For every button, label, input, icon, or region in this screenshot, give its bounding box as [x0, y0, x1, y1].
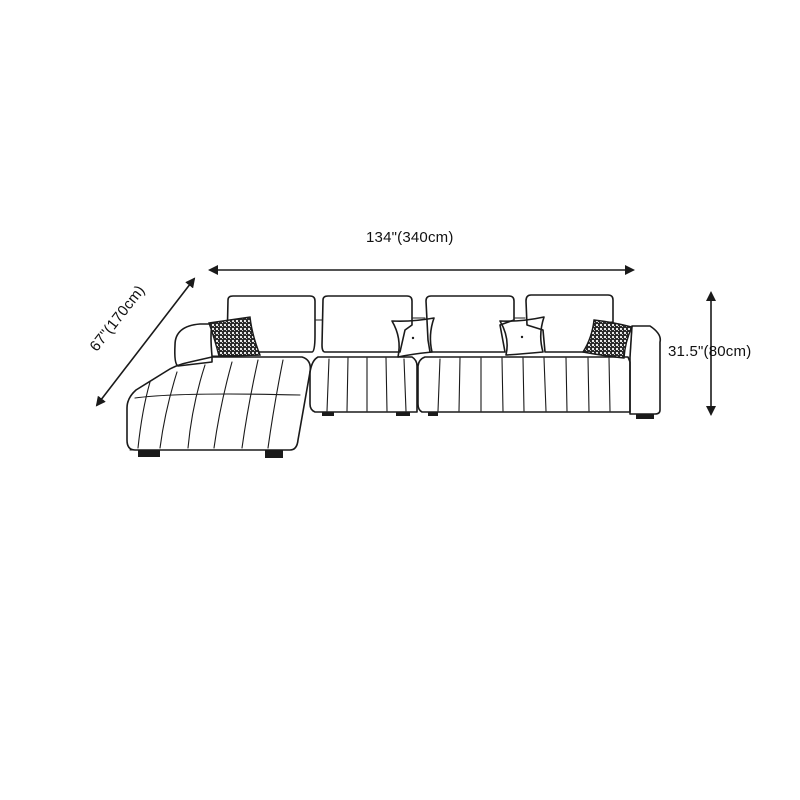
middle-seat	[309, 356, 418, 413]
pillow-houndstooth-right	[581, 319, 633, 359]
chaise-lounge	[126, 356, 312, 451]
back-cushion-3	[425, 295, 515, 353]
width-dimension-label: 134"(340cm)	[366, 229, 454, 246]
sofa-legs	[138, 412, 654, 458]
height-dimension-label: 31.5"(80cm)	[668, 343, 752, 360]
depth-arrow	[95, 277, 196, 407]
pillow-plain-right	[499, 316, 545, 356]
pillow-houndstooth-left	[208, 316, 262, 357]
right-arm	[629, 325, 662, 415]
back-cushion-2	[321, 295, 413, 353]
pillow-plain-middle	[391, 317, 435, 358]
right-seat	[417, 356, 631, 413]
